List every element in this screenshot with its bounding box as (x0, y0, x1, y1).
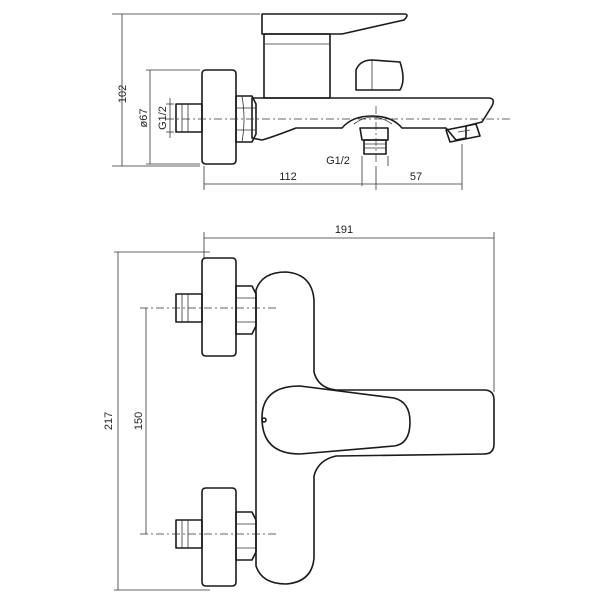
dim-diameter: ø67 (138, 109, 150, 128)
front-lever (261, 385, 411, 455)
front-view: 191 217 150 (103, 224, 495, 591)
front-nut-bottom (235, 511, 257, 561)
dim-thread-left: G1/2 (157, 106, 169, 130)
dim-191: 191 (335, 224, 353, 236)
side-lever (261, 13, 408, 35)
front-pipe-bottom (175, 519, 203, 549)
side-view: 102 ø67 G1/2 G1/2 112 57 (112, 13, 510, 190)
side-shower-connector (359, 127, 389, 141)
dim-57: 57 (410, 171, 422, 183)
dim-thread-bottom: G1/2 (326, 155, 350, 167)
dim-102: 102 (117, 85, 129, 103)
side-body (251, 97, 495, 141)
side-spout-outlet (445, 123, 481, 143)
dim-217: 217 (103, 412, 115, 430)
front-rosette-bottom (201, 487, 237, 587)
side-inlet-pipe (175, 103, 203, 133)
dim-112: 112 (279, 171, 297, 183)
front-nut-top (235, 285, 257, 335)
side-rosette (201, 69, 237, 165)
side-nut (235, 95, 257, 143)
side-diverter-knob (355, 59, 404, 91)
front-rosette-top (201, 257, 237, 357)
dim-150: 150 (133, 412, 145, 430)
front-pipe-top (175, 293, 203, 323)
front-body-column (255, 271, 495, 585)
